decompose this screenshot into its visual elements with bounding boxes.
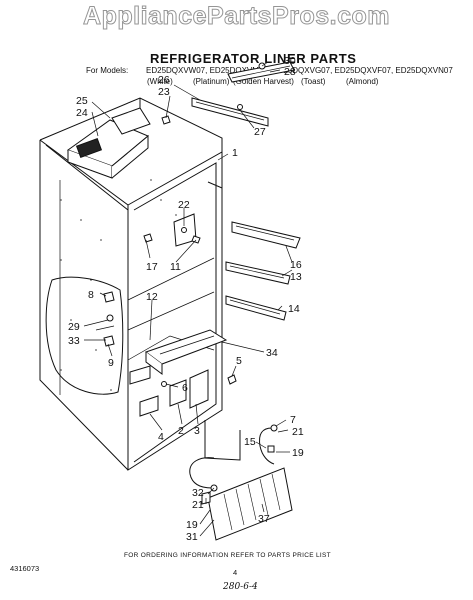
model-color-white: (White) bbox=[147, 77, 173, 86]
handwritten-note: 280-6-4 bbox=[223, 582, 258, 592]
callout-21-top: 21 bbox=[292, 426, 304, 438]
watermark: AppliancePartsPros.com bbox=[83, 2, 390, 30]
callout-34: 34 bbox=[266, 347, 278, 359]
callout-32: 32 bbox=[192, 487, 204, 499]
callout-33: 33 bbox=[68, 335, 80, 347]
ordering-info-note: FOR ORDERING INFORMATION REFER TO PARTS … bbox=[124, 552, 331, 559]
callout-11: 11 bbox=[170, 261, 181, 273]
callout-19-top: 19 bbox=[292, 447, 304, 459]
models-list: ED25DQXVW07, ED25DQXVM07, ED25DQXVG07, E… bbox=[146, 66, 453, 75]
callout-4: 4 bbox=[158, 431, 164, 443]
diagram-title: REFRIGERATOR LINER PARTS bbox=[150, 51, 357, 66]
callout-25: 25 bbox=[76, 95, 88, 107]
callout-30: 30 bbox=[284, 55, 296, 67]
callout-2: 2 bbox=[178, 425, 184, 437]
callout-31: 31 bbox=[186, 531, 198, 543]
callout-16: 16 bbox=[290, 259, 302, 271]
left-wall-parts bbox=[95, 291, 115, 347]
callout-3: 3 bbox=[194, 425, 200, 437]
callout-26: 26 bbox=[158, 74, 170, 86]
bottom-bracket-parts bbox=[139, 369, 237, 417]
liner-body bbox=[39, 97, 241, 471]
callout-9: 9 bbox=[108, 357, 114, 369]
document-number: 4316073 bbox=[10, 564, 40, 573]
top-rail-assembly bbox=[161, 97, 269, 127]
callout-6: 6 bbox=[182, 382, 188, 394]
model-color-almond: (Almond) bbox=[346, 77, 379, 86]
leader-lines bbox=[83, 61, 293, 537]
callout-1: 1 bbox=[232, 147, 238, 159]
callout-29: 29 bbox=[68, 321, 80, 333]
callout-24: 24 bbox=[76, 107, 88, 119]
callout-14: 14 bbox=[288, 303, 300, 315]
callout-12: 12 bbox=[146, 291, 158, 303]
page-number: 4 bbox=[233, 568, 238, 577]
water-tank-assembly bbox=[189, 424, 293, 541]
pan-cover bbox=[129, 329, 228, 385]
callout-21-bottom: 21 bbox=[192, 499, 204, 511]
light-housing-assembly bbox=[66, 107, 151, 179]
callout-8: 8 bbox=[88, 289, 94, 301]
callout-23: 23 bbox=[158, 86, 170, 98]
model-color-golden-harvest: (Golden Harvest) bbox=[233, 77, 294, 86]
callout-28: 28 bbox=[284, 66, 296, 78]
callout-22: 22 bbox=[178, 199, 190, 211]
callouts: 30 28 26 23 27 25 24 1 22 17 11 16 13 14… bbox=[68, 55, 304, 543]
callout-37: 37 bbox=[258, 513, 270, 525]
model-color-platinum: (Platinum) bbox=[193, 77, 230, 86]
shelf-bracket bbox=[143, 213, 201, 247]
callout-5: 5 bbox=[236, 355, 242, 367]
callout-27: 27 bbox=[254, 126, 266, 138]
callout-17: 17 bbox=[146, 261, 158, 273]
shelf-supports bbox=[225, 221, 301, 321]
callout-7: 7 bbox=[290, 414, 296, 426]
callout-19-bottom: 19 bbox=[186, 519, 198, 531]
callout-13: 13 bbox=[290, 271, 302, 283]
callout-15: 15 bbox=[244, 436, 256, 448]
model-color-toast: (Toast) bbox=[301, 77, 326, 86]
models-label: For Models: bbox=[86, 66, 129, 75]
